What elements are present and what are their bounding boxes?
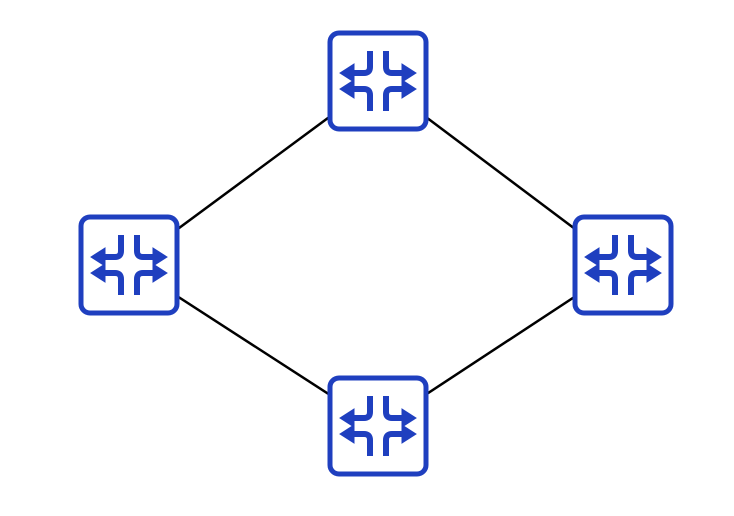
links-layer: [128, 79, 624, 428]
nodes-layer: [78, 30, 674, 477]
router-node-left[interactable]: [78, 214, 180, 316]
router-box: [327, 30, 429, 132]
router-box: [327, 375, 429, 477]
router-node-right[interactable]: [572, 214, 674, 316]
router-node-top[interactable]: [327, 30, 429, 132]
router-box: [78, 214, 180, 316]
router-node-bottom[interactable]: [327, 375, 429, 477]
router-box: [572, 214, 674, 316]
